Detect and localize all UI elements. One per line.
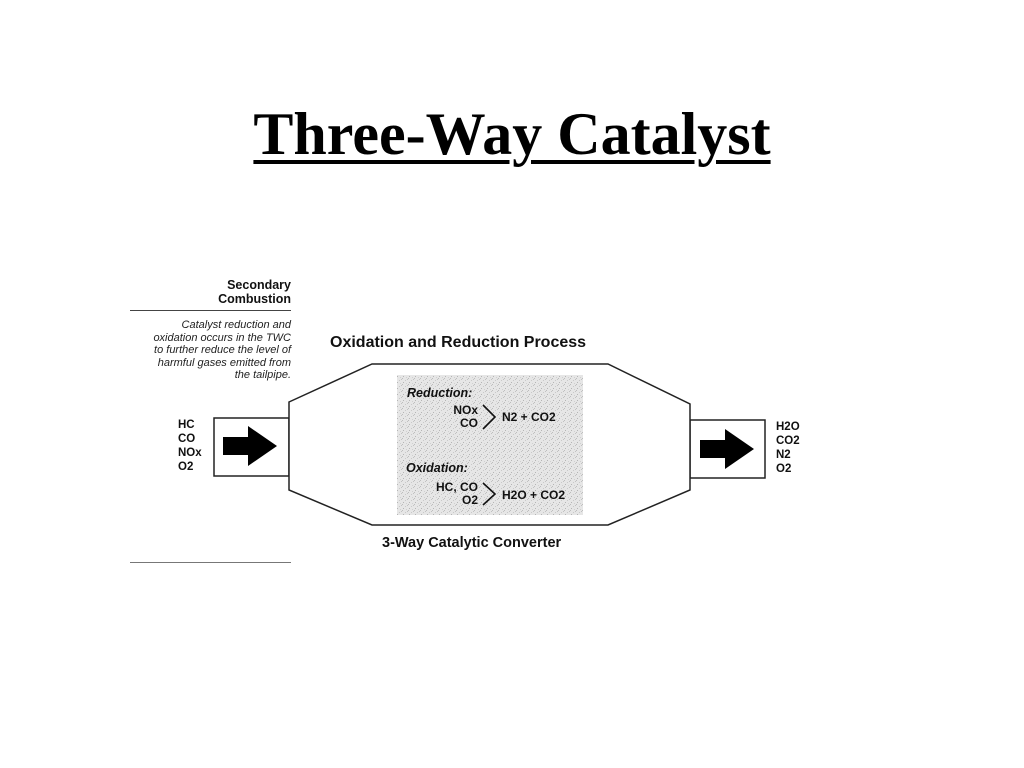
outlet-gas: O2 — [776, 463, 792, 475]
sidebar-heading-line: Secondary — [227, 278, 291, 292]
inlet-gas: NOx — [178, 447, 202, 459]
oxidation-reactant: HC, CO — [436, 480, 478, 494]
inlet-gas-list: HC CO NOx O2 — [178, 418, 202, 474]
outlet-gas: N2 — [776, 449, 791, 461]
inlet-gas: HC — [178, 419, 195, 431]
caption-line: oxidation occurs in the TWC — [153, 331, 291, 344]
arrow-right-icon — [700, 429, 754, 469]
outlet-gas: CO2 — [776, 435, 800, 447]
page-title: Three-Way Catalyst — [253, 101, 771, 167]
oxidation-reactant: O2 — [461, 493, 478, 507]
caption-line: to further reduce the level of — [154, 344, 291, 356]
caption-line: the tailpipe. — [234, 369, 291, 381]
inlet-gas: CO — [178, 433, 196, 445]
caption-line: Catalyst reduction and — [181, 319, 291, 331]
sidebar-heading: Secondary Combustion — [130, 278, 291, 306]
sidebar-caption: Catalyst reduction and oxidation occurs … — [130, 319, 291, 382]
sidebar-rule-bottom — [130, 562, 291, 563]
catalyst-substrate — [397, 375, 583, 515]
reduction-reactant: CO — [460, 416, 478, 430]
oxidation-reactants: HC, CO O2 — [414, 481, 478, 507]
oxidation-bracket — [482, 482, 497, 506]
outlet-gas-list: H2O CO2 N2 O2 — [776, 420, 800, 476]
reduction-title: Reduction: — [407, 386, 473, 400]
outlet-gas: H2O — [776, 421, 800, 433]
reduction-products: N2 + CO2 — [502, 410, 556, 424]
oxidation-products: H2O + CO2 — [502, 488, 566, 502]
sidebar-rule-top — [130, 310, 291, 311]
arrow-right-icon — [223, 426, 277, 466]
caption-line: harmful gases emitted from — [157, 356, 291, 369]
sidebar-heading-line: Combustion — [218, 292, 291, 306]
oxidation-title: Oxidation: — [406, 461, 468, 475]
reduction-reactant: NOx — [453, 403, 478, 417]
inlet-gas: O2 — [178, 461, 194, 473]
converter-label: 3-Way Catalytic Converter — [382, 535, 562, 551]
process-title: Oxidation and Reduction Process — [330, 334, 587, 351]
reduction-bracket — [482, 404, 497, 430]
reduction-reactants: NOx CO — [420, 404, 478, 430]
